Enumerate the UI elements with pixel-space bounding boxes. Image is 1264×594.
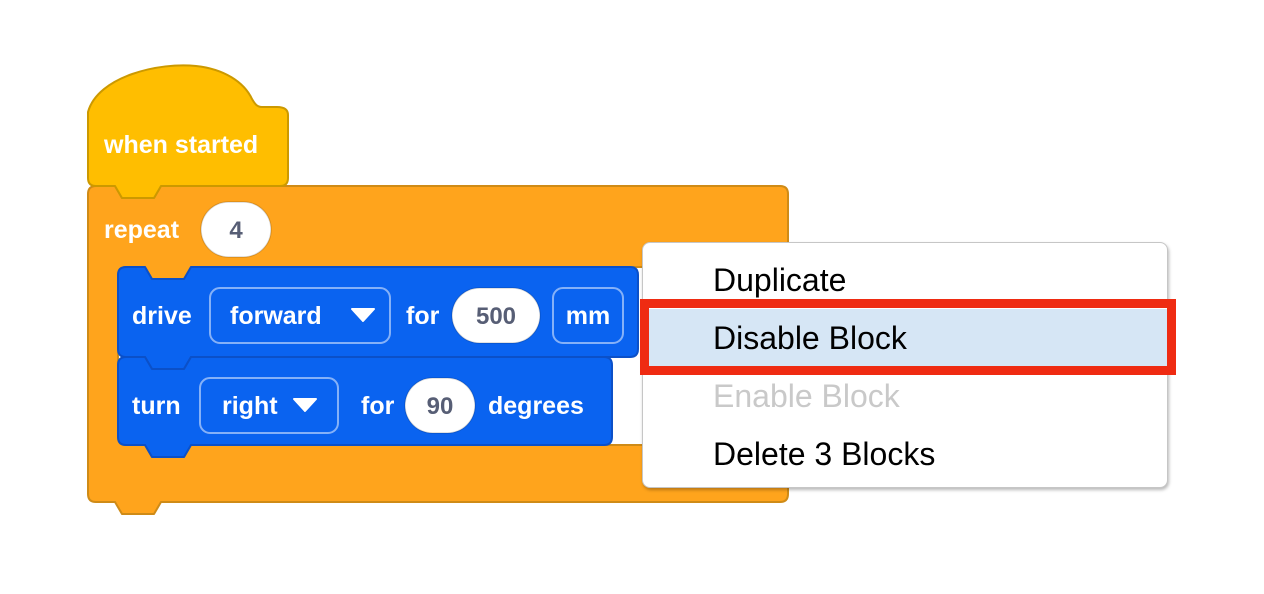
drive-direction-value: forward — [230, 302, 322, 330]
menu-item-disable-block[interactable]: Disable Block — [643, 309, 1167, 367]
context-menu: Duplicate Disable Block Enable Block Del… — [642, 242, 1168, 488]
drive-direction-dropdown[interactable] — [209, 287, 391, 344]
drive-for-label: for — [406, 302, 440, 330]
drive-distance-value: 500 — [476, 303, 516, 330]
repeat-label: repeat — [104, 216, 180, 244]
chevron-down-icon — [293, 398, 317, 412]
turn-label: turn — [132, 392, 181, 420]
drive-distance-field[interactable] — [451, 287, 541, 344]
menu-item-delete-blocks[interactable]: Delete 3 Blocks — [713, 436, 936, 472]
turn-angle-field[interactable] — [404, 377, 476, 434]
repeat-count-value: 4 — [229, 217, 243, 244]
drive-label: drive — [132, 302, 192, 330]
drive-unit-dropdown[interactable] — [552, 287, 624, 344]
repeat-count-field[interactable] — [200, 201, 272, 258]
turn-for-label: for — [361, 392, 395, 420]
chevron-down-icon — [351, 308, 375, 322]
menu-item-duplicate[interactable]: Duplicate — [713, 262, 847, 298]
turn-direction-value: right — [222, 392, 278, 420]
drive-block[interactable] — [117, 266, 639, 370]
turn-direction-dropdown[interactable] — [199, 377, 339, 434]
when-started-label: when started — [103, 131, 258, 159]
menu-item-enable-block: Enable Block — [713, 378, 900, 414]
turn-unit-label: degrees — [488, 392, 584, 420]
drive-unit-value: mm — [566, 302, 610, 330]
when-started-block[interactable] — [87, 64, 289, 199]
turn-angle-value: 90 — [427, 393, 454, 420]
